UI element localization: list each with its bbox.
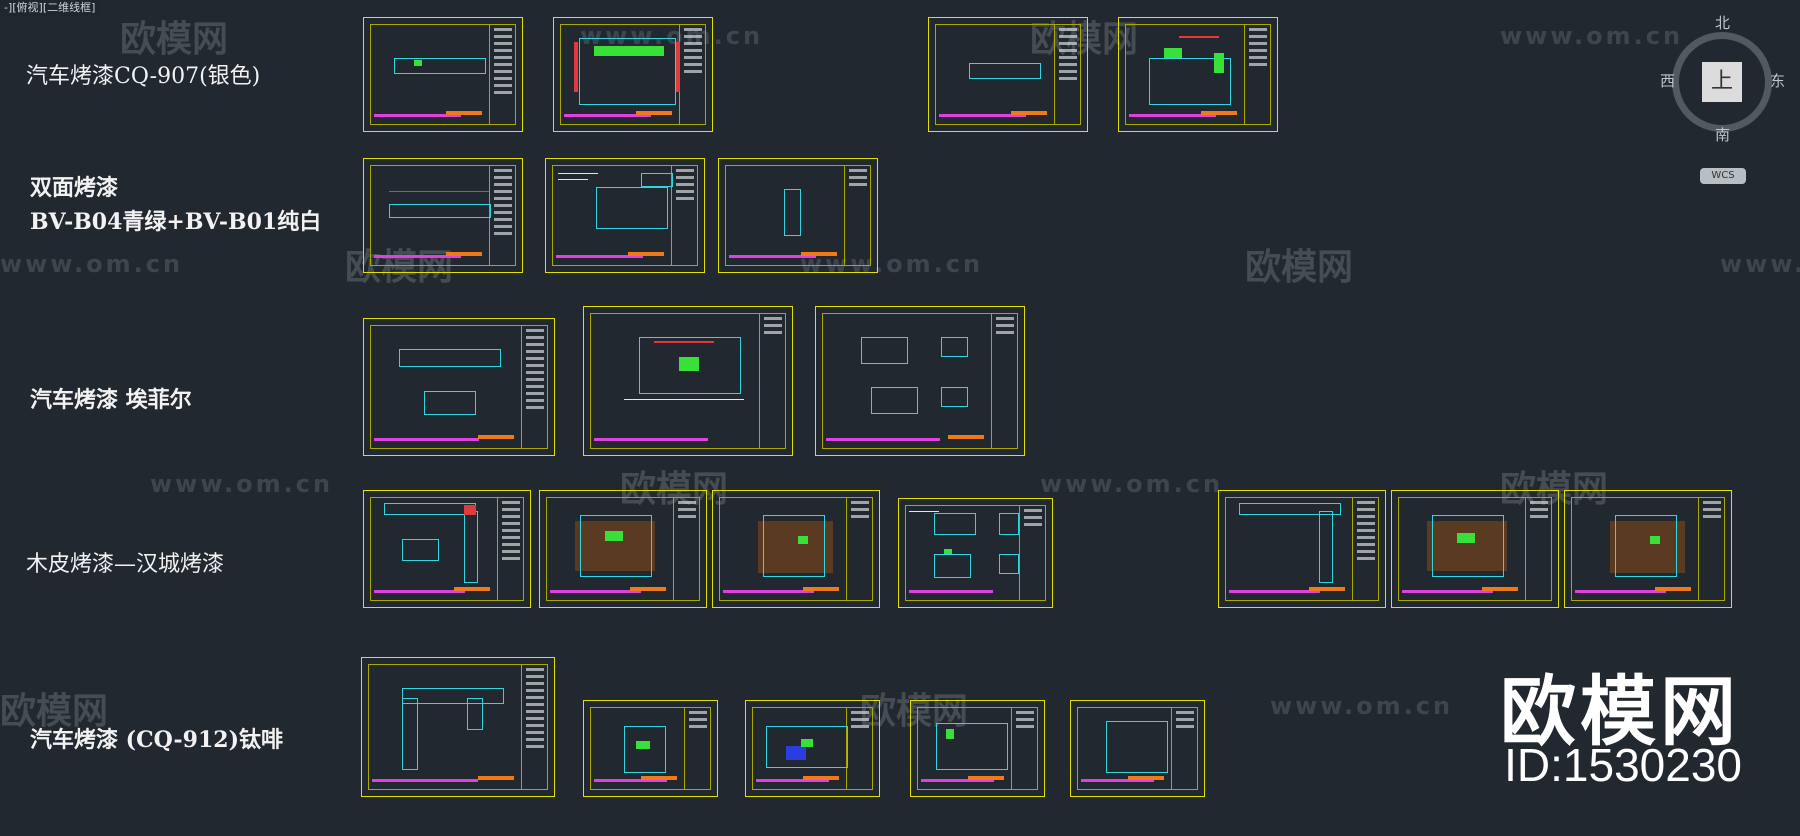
viewport-label[interactable]: -][俯视][二维线框]: [0, 0, 100, 16]
drawing-sheet[interactable]: [1218, 490, 1386, 608]
watermark-url: www.om.cn: [1040, 470, 1224, 498]
watermark-logo: 欧模网: [1030, 19, 1139, 60]
drawing-sheet[interactable]: [1118, 17, 1278, 132]
drawing-sheet[interactable]: [910, 700, 1045, 797]
view-cube[interactable]: 上 北 南 西 东 WCS: [1650, 8, 1800, 184]
drawing-sheet[interactable]: [1391, 490, 1559, 608]
watermark-logo: 欧模网: [860, 691, 969, 732]
brand-logo-text: 欧模网: [1500, 667, 1740, 756]
drawing-sheet[interactable]: [553, 17, 713, 132]
drawing-sheet[interactable]: [815, 306, 1025, 456]
brand-id: ID:1530230: [1504, 739, 1742, 791]
watermark-url: www.om.cn: [150, 470, 334, 498]
watermark-logo: 欧模网: [1245, 247, 1354, 288]
watermark-logo: 欧模网: [1500, 469, 1609, 510]
drawing-sheet[interactable]: [1564, 490, 1732, 608]
drawing-sheet[interactable]: [718, 158, 878, 273]
watermark-logo: 欧模网: [120, 19, 229, 60]
view-cube-compass-ring[interactable]: [1672, 32, 1772, 132]
watermark-logo: 欧模网: [620, 469, 729, 510]
drawing-sheet[interactable]: [363, 158, 523, 273]
watermark-url: www.om.cn: [1720, 250, 1800, 278]
view-cube-top-face[interactable]: 上: [1702, 62, 1742, 102]
drawing-sheet[interactable]: [363, 17, 523, 132]
watermark-url: www.om.cn: [1500, 22, 1684, 50]
watermark-url: www.om.cn: [1270, 692, 1454, 720]
row2-label-line2: BV-B04青绿+BV-B01纯白: [30, 209, 322, 235]
row4-label: 木皮烤漆—汉城烤漆: [26, 552, 225, 577]
watermark-url: www.om.cn: [580, 22, 764, 50]
drawing-sheet[interactable]: [928, 17, 1088, 132]
drawing-sheet[interactable]: [583, 306, 793, 456]
compass-north[interactable]: 北: [1715, 14, 1731, 32]
row1-label: 汽车烤漆CQ-907(银色): [26, 64, 261, 89]
drawing-sheet[interactable]: [583, 700, 718, 797]
drawing-sheet[interactable]: [712, 490, 880, 608]
watermark-url: www.om.cn: [0, 250, 184, 278]
row5-label: 汽车烤漆 (CQ-912)钛啡: [30, 727, 284, 753]
drawing-sheet[interactable]: [1070, 700, 1205, 797]
row2-label-line1: 双面烤漆: [30, 175, 119, 201]
watermark-logo: 欧模网: [0, 691, 109, 732]
drawing-sheet[interactable]: [545, 158, 705, 273]
drawing-sheet[interactable]: [898, 498, 1053, 608]
drawing-sheet[interactable]: [745, 700, 880, 797]
drawing-sheet[interactable]: [363, 318, 555, 456]
compass-south[interactable]: 南: [1715, 126, 1731, 144]
drawing-sheet[interactable]: [363, 490, 531, 608]
row3-label: 汽车烤漆 埃菲尔: [30, 387, 192, 413]
drawing-sheet[interactable]: [539, 490, 707, 608]
compass-east[interactable]: 东: [1770, 72, 1786, 90]
drawing-sheet[interactable]: [361, 657, 555, 797]
compass-west[interactable]: 西: [1660, 72, 1676, 90]
wcs-menu[interactable]: WCS: [1700, 168, 1746, 184]
